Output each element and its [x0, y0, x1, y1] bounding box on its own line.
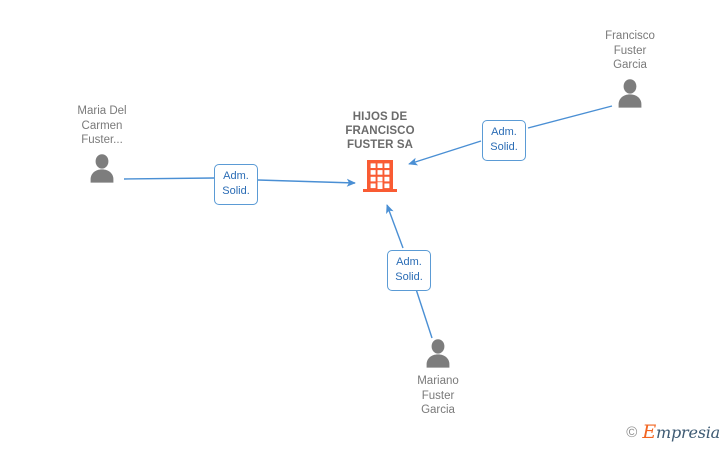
person-name-line: Fuster — [613, 44, 647, 57]
person-name-line: Francisco — [605, 30, 655, 42]
empresia-logo-rest: mpresia — [656, 423, 720, 442]
person-name: Francisco Fuster Garcia — [570, 29, 690, 73]
person-node-mariano-fuster-garcia[interactable]: Mariano Fuster Garcia — [378, 338, 498, 418]
person-name: Mariano Fuster Garcia — [378, 374, 498, 418]
person-name-line: Fuster — [421, 389, 455, 402]
empresia-logo-initial: E — [642, 421, 656, 443]
company-title-line: HIJOS DE — [352, 111, 408, 123]
empresia-watermark: © Empresia — [626, 423, 720, 442]
person-node-francisco-fuster-garcia[interactable]: Francisco Fuster Garcia — [570, 29, 690, 108]
person-name: Maria Del Carmen Fuster... — [42, 104, 162, 148]
person-name-line: Garcia — [613, 59, 647, 71]
edge-label-francisco-to-company[interactable]: Adm. Solid. — [482, 120, 526, 161]
edge-label-line: Adm. — [396, 256, 422, 268]
edge-label-line: Solid. — [490, 141, 518, 153]
edge-label-line: Adm. — [223, 170, 249, 182]
edge-label-line: Solid. — [395, 271, 423, 283]
edge-label-line: Adm. — [491, 126, 517, 138]
empresia-logo: Empresia — [642, 423, 720, 442]
person-icon — [426, 339, 450, 368]
company-title-line: FRANCISCO — [345, 125, 415, 137]
person-icon — [618, 78, 642, 108]
person-icon — [90, 153, 114, 183]
edge-label-mariano-to-company[interactable]: Adm. Solid. — [387, 250, 431, 291]
person-name-line: Mariano — [417, 375, 459, 387]
person-name-line: Fuster... — [81, 134, 123, 146]
edge-label-maria-to-company[interactable]: Adm. Solid. — [214, 164, 258, 205]
person-name-line: Maria Del — [77, 105, 127, 117]
company-node-hijos-de-francisco-fuster-sa[interactable]: HIJOS DE FRANCISCO FUSTER SA — [310, 110, 450, 194]
company-title: HIJOS DE FRANCISCO FUSTER SA — [310, 110, 450, 152]
person-node-maria-del-carmen-fuster[interactable]: Maria Del Carmen Fuster... — [42, 104, 162, 183]
building-icon — [363, 160, 397, 192]
copyright-icon: © — [626, 424, 638, 441]
person-name-line: Carmen — [81, 119, 123, 132]
company-title-line: FUSTER SA — [346, 139, 414, 151]
edge-label-line: Solid. — [222, 185, 250, 197]
person-name-line: Garcia — [421, 404, 455, 416]
